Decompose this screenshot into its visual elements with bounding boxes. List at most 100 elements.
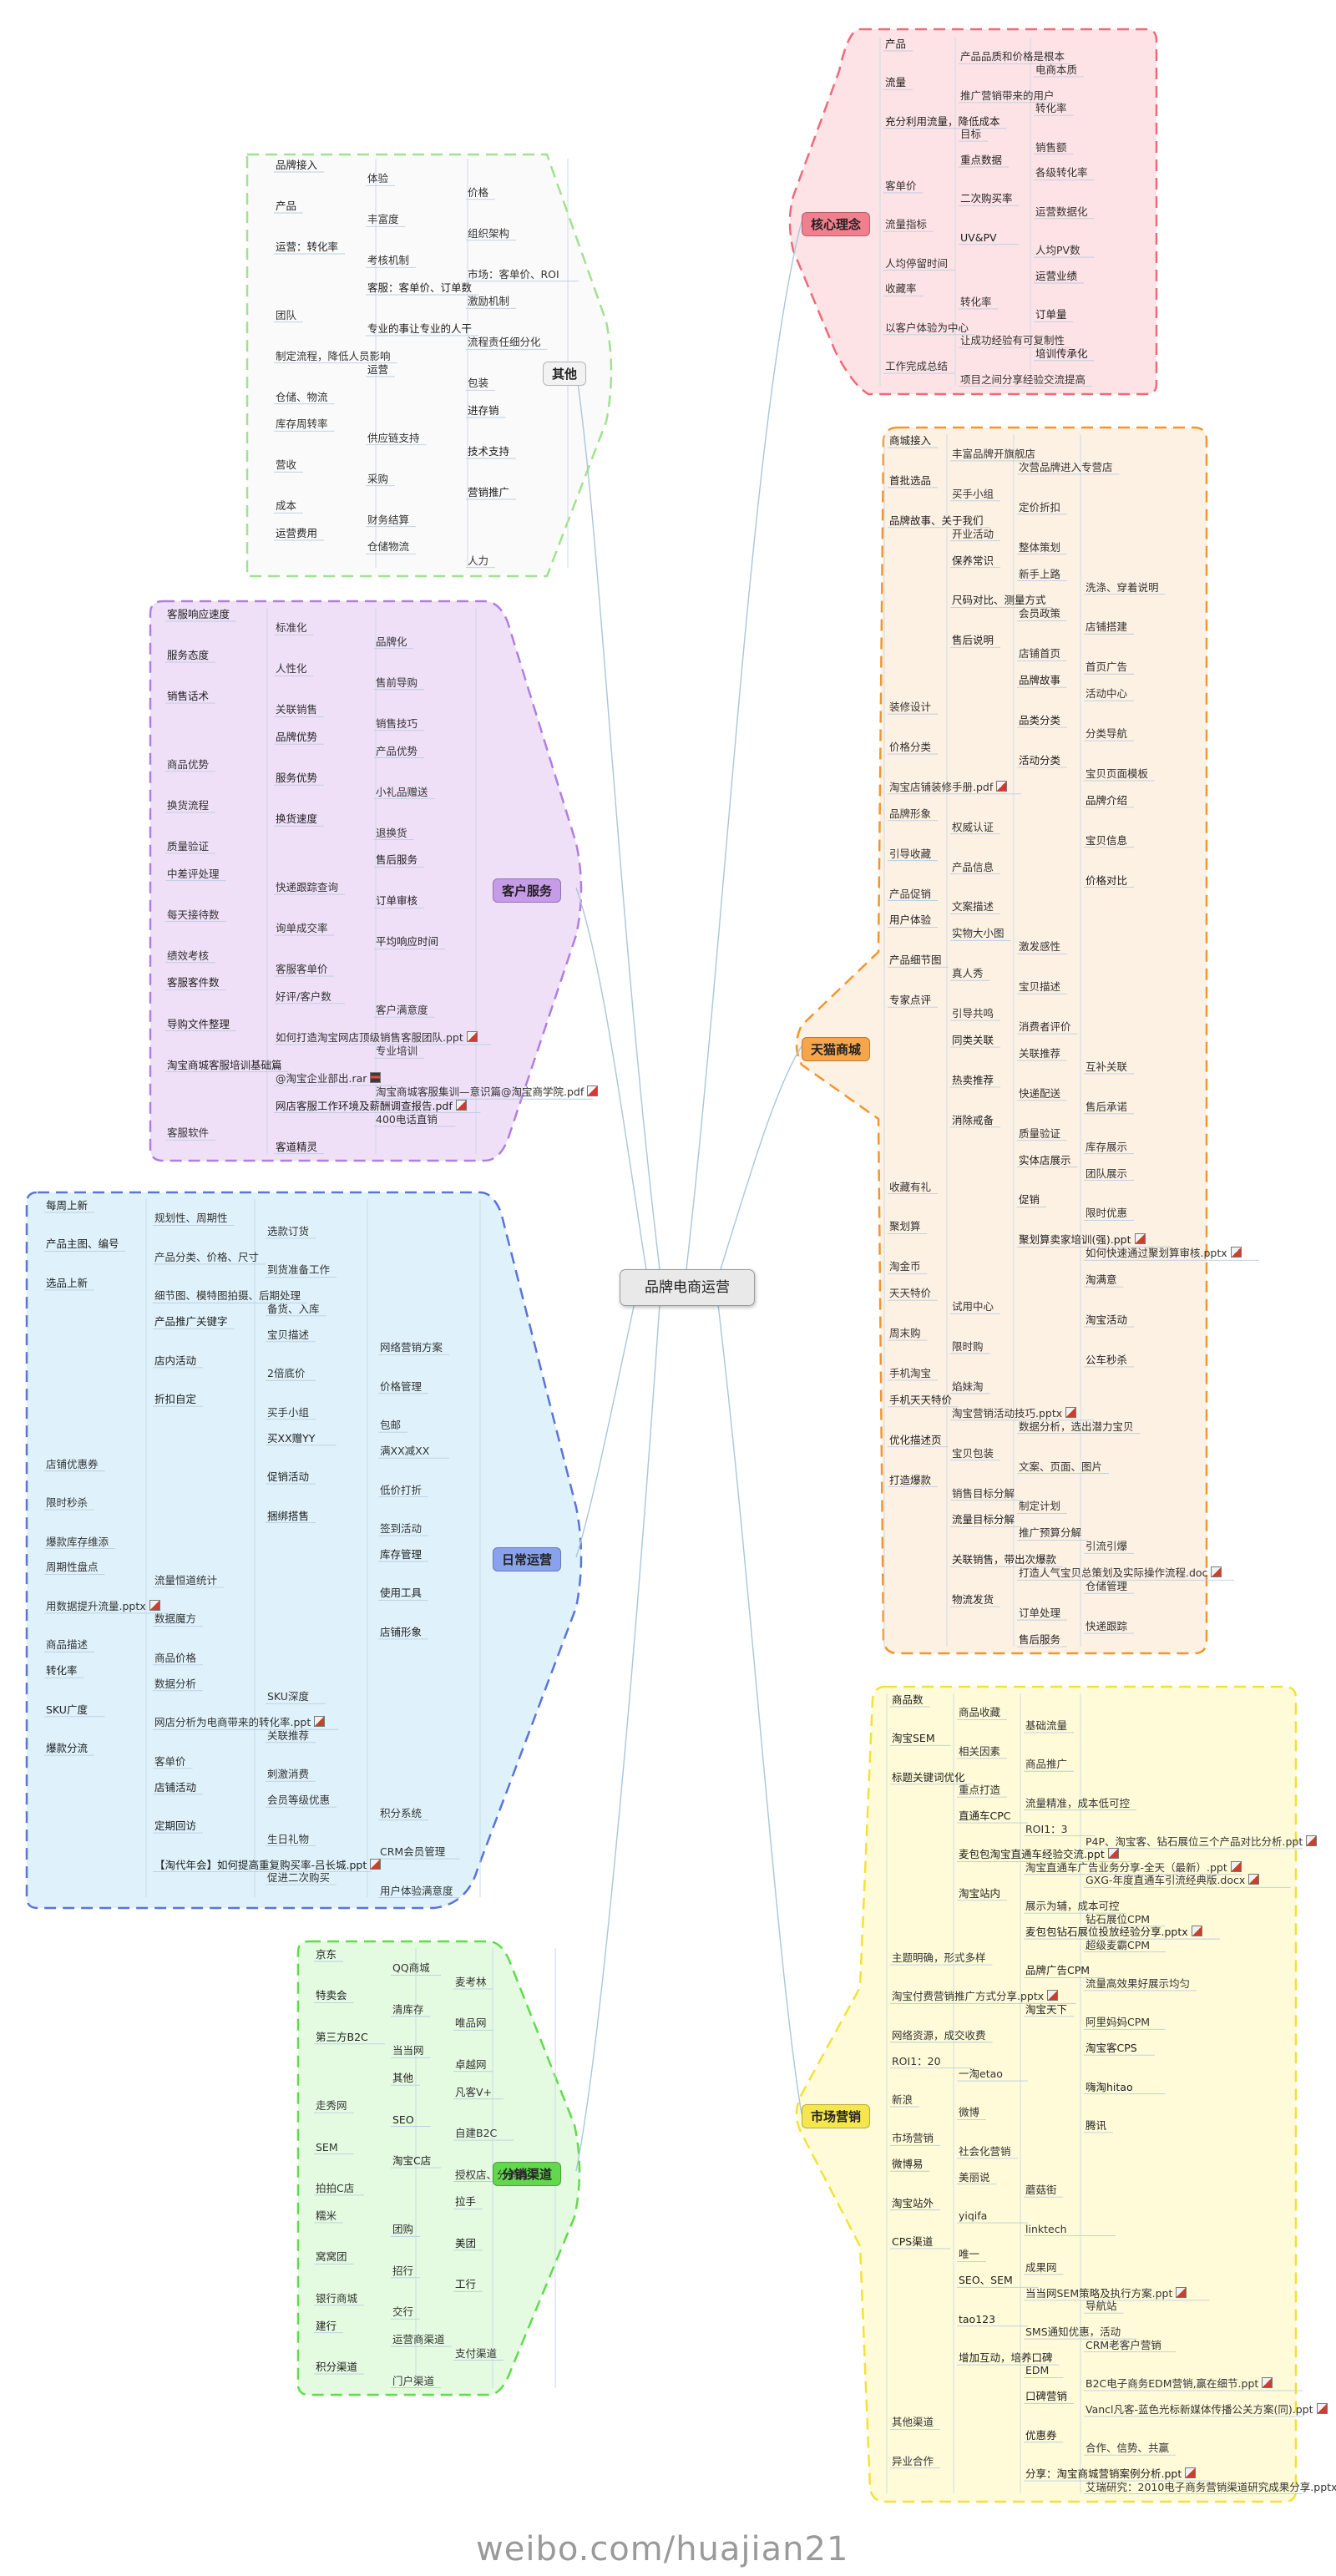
kefu-node[interactable]: 网店客服工作环境及薪酬调查报告.pdf — [276, 1099, 467, 1112]
fenxiao-node[interactable]: 门户渠道 — [392, 2374, 435, 2387]
branch-hexin-label[interactable]: 核心理念 — [802, 212, 871, 236]
tianmao-node[interactable]: 促销 — [1019, 1193, 1040, 1207]
yingxiao-node[interactable]: 口碑营销 — [1025, 2390, 1068, 2403]
tianmao-node[interactable]: 激发感性 — [1019, 940, 1061, 954]
qita-node[interactable]: 丰富度 — [367, 213, 399, 226]
tianmao-node[interactable]: 新手上路 — [1019, 567, 1061, 580]
hexin-node[interactable]: 收藏率 — [885, 282, 917, 296]
qita-node[interactable]: 技术支持 — [468, 445, 510, 458]
tianmao-node[interactable]: 收藏有礼 — [889, 1180, 932, 1193]
yingxiao-node[interactable]: 品牌广告CPM — [1025, 1964, 1091, 1977]
kefu-node[interactable]: 专业培训 — [376, 1045, 418, 1058]
branch-richang-label[interactable]: 日常运营 — [493, 1547, 562, 1571]
hexin-node[interactable]: 二次购买率 — [960, 192, 1013, 205]
yingxiao-node[interactable]: 淘宝天下 — [1025, 2002, 1068, 2016]
kefu-node[interactable]: 平均响应时间 — [376, 935, 439, 949]
yingxiao-node[interactable]: 淘宝直通车广告业务分享-全天（最新）.ppt — [1025, 1860, 1242, 1874]
document-attachment-icon[interactable] — [1191, 1926, 1202, 1937]
tianmao-node[interactable]: 快递跟踪 — [1086, 1620, 1128, 1633]
richang-node[interactable]: 店内活动 — [154, 1354, 197, 1367]
tianmao-node[interactable]: 品牌故事、关于我们 — [889, 514, 984, 527]
document-attachment-icon[interactable] — [1306, 1835, 1318, 1846]
document-attachment-icon[interactable] — [1047, 1990, 1059, 2002]
branch-fenxiao-label[interactable]: 分销渠道 — [493, 2162, 562, 2186]
yingxiao-node[interactable]: yiqifa — [959, 2209, 988, 2223]
yingxiao-node[interactable]: 商品推广 — [1025, 1758, 1068, 1771]
tianmao-node[interactable]: 推广预算分解 — [1019, 1526, 1082, 1540]
richang-node[interactable]: 网店分析为电商带来的转化率.ppt — [154, 1716, 326, 1728]
richang-node[interactable]: SKU深度 — [267, 1690, 309, 1703]
fenxiao-node[interactable]: 糯米 — [316, 2209, 337, 2222]
kefu-node[interactable]: 每天接待数 — [167, 908, 220, 921]
yingxiao-node[interactable]: 网络资源，成交收费 — [892, 2028, 986, 2042]
richang-node[interactable]: 签到活动 — [380, 1522, 423, 1536]
qita-node[interactable]: 成本 — [276, 499, 297, 513]
richang-node[interactable]: 宝贝描述 — [267, 1328, 310, 1341]
tianmao-node[interactable]: 首页广告 — [1086, 660, 1128, 674]
hexin-node[interactable]: 各级转化率 — [1035, 166, 1088, 180]
richang-node[interactable]: 买手小组 — [267, 1405, 310, 1419]
kefu-node[interactable]: 品牌化 — [376, 635, 407, 648]
richang-node[interactable]: 商品描述 — [46, 1638, 89, 1652]
fenxiao-node[interactable]: 麦考林 — [455, 1975, 487, 1988]
fenxiao-node[interactable]: 凡客V+ — [455, 2085, 493, 2098]
tianmao-node[interactable]: 订单处理 — [1019, 1607, 1061, 1620]
qita-node[interactable]: 体验 — [367, 172, 389, 185]
tianmao-node[interactable]: 焰妹淘 — [952, 1379, 984, 1393]
richang-node[interactable]: 捆绑搭售 — [267, 1509, 310, 1522]
tianmao-node[interactable]: 淘宝营销活动技巧.pptx — [952, 1406, 1077, 1420]
fenxiao-node[interactable]: SEO — [392, 2113, 414, 2126]
branch-qita-label[interactable]: 其他 — [543, 362, 587, 386]
richang-node[interactable]: 爆款库存维添 — [46, 1535, 109, 1548]
qita-node[interactable]: 制定流程，降低人员影响 — [276, 349, 391, 362]
tianmao-node[interactable]: 公车秒杀 — [1086, 1353, 1128, 1366]
tianmao-node[interactable]: 会员政策 — [1019, 607, 1061, 620]
document-attachment-icon[interactable] — [370, 1858, 382, 1870]
tianmao-node[interactable]: 销售目标分解 — [952, 1486, 1015, 1500]
tianmao-node[interactable]: 聚划算卖家培训(强).ppt — [1019, 1233, 1146, 1246]
tianmao-node[interactable]: 引导收藏 — [889, 847, 932, 860]
tianmao-node[interactable]: 整体策划 — [1019, 540, 1061, 554]
yingxiao-node[interactable]: 合作、信势、共赢 — [1086, 2442, 1170, 2455]
fenxiao-node[interactable]: 授权店、分销商 — [455, 2168, 529, 2181]
richang-node[interactable]: 到货准备工作 — [267, 1263, 331, 1277]
hexin-node[interactable]: 客单价 — [885, 179, 917, 192]
tianmao-node[interactable]: 宝贝页面模板 — [1086, 767, 1149, 780]
pdf-attachment-icon[interactable] — [996, 780, 1008, 792]
yingxiao-node[interactable]: CRM老客户营销 — [1086, 2338, 1161, 2351]
tianmao-node[interactable]: 宝贝包装 — [952, 1446, 994, 1460]
yingxiao-node[interactable]: 阿里妈妈CPM — [1086, 2016, 1151, 2029]
tianmao-node[interactable]: 物流发货 — [952, 1593, 994, 1607]
tianmao-node[interactable]: 关联推荐 — [1019, 1046, 1061, 1060]
yingxiao-node[interactable]: 重点打造 — [959, 1784, 1001, 1797]
fenxiao-node[interactable]: 美团 — [455, 2236, 477, 2250]
tianmao-node[interactable]: 商城接入 — [889, 434, 932, 447]
yingxiao-node[interactable]: EDM — [1025, 2364, 1050, 2377]
tianmao-node[interactable]: 专家点评 — [889, 994, 932, 1007]
tianmao-node[interactable]: 文案、页面、图片 — [1019, 1460, 1103, 1473]
yingxiao-node[interactable]: 展示为辅，成本可控 — [1025, 1900, 1120, 1913]
yingxiao-node[interactable]: 麦包包淘宝直通车经验交流.ppt — [959, 1848, 1119, 1860]
richang-node[interactable]: SKU广度 — [46, 1703, 88, 1716]
kefu-node[interactable]: 售后服务 — [376, 853, 418, 867]
fenxiao-node[interactable]: 交行 — [392, 2305, 414, 2319]
yingxiao-node[interactable]: GXG-年度直通车引流经典版.docx — [1086, 1874, 1260, 1886]
tianmao-node[interactable]: 实体店展示 — [1019, 1153, 1071, 1167]
tianmao-node[interactable]: 洗涤、穿着说明 — [1086, 580, 1159, 594]
document-attachment-icon[interactable] — [1248, 1874, 1260, 1885]
richang-node[interactable]: 促销活动 — [267, 1470, 310, 1484]
richang-node[interactable]: 规划性、周期性 — [154, 1212, 228, 1225]
yingxiao-node[interactable]: 异业合作 — [892, 2454, 934, 2467]
qita-node[interactable]: 营销推广 — [468, 486, 510, 498]
richang-node[interactable]: 促进二次购买 — [267, 1871, 331, 1885]
hexin-node[interactable]: 以客户体验为中心 — [885, 321, 969, 334]
tianmao-node[interactable]: 热卖推荐 — [952, 1073, 994, 1086]
yingxiao-node[interactable]: 其他渠道 — [892, 2416, 934, 2429]
yingxiao-node[interactable]: 流量高效果好展示均匀 — [1086, 1976, 1191, 1990]
yingxiao-node[interactable]: 淘宝站外 — [892, 2196, 934, 2209]
yingxiao-node[interactable]: 导航站 — [1086, 2300, 1117, 2313]
tianmao-node[interactable]: 用户体验 — [889, 913, 932, 927]
yingxiao-node[interactable]: CPS渠道 — [892, 2234, 934, 2248]
tianmao-node[interactable]: 装修设计 — [889, 701, 932, 714]
branch-kefu-label[interactable]: 客户服务 — [493, 878, 562, 903]
